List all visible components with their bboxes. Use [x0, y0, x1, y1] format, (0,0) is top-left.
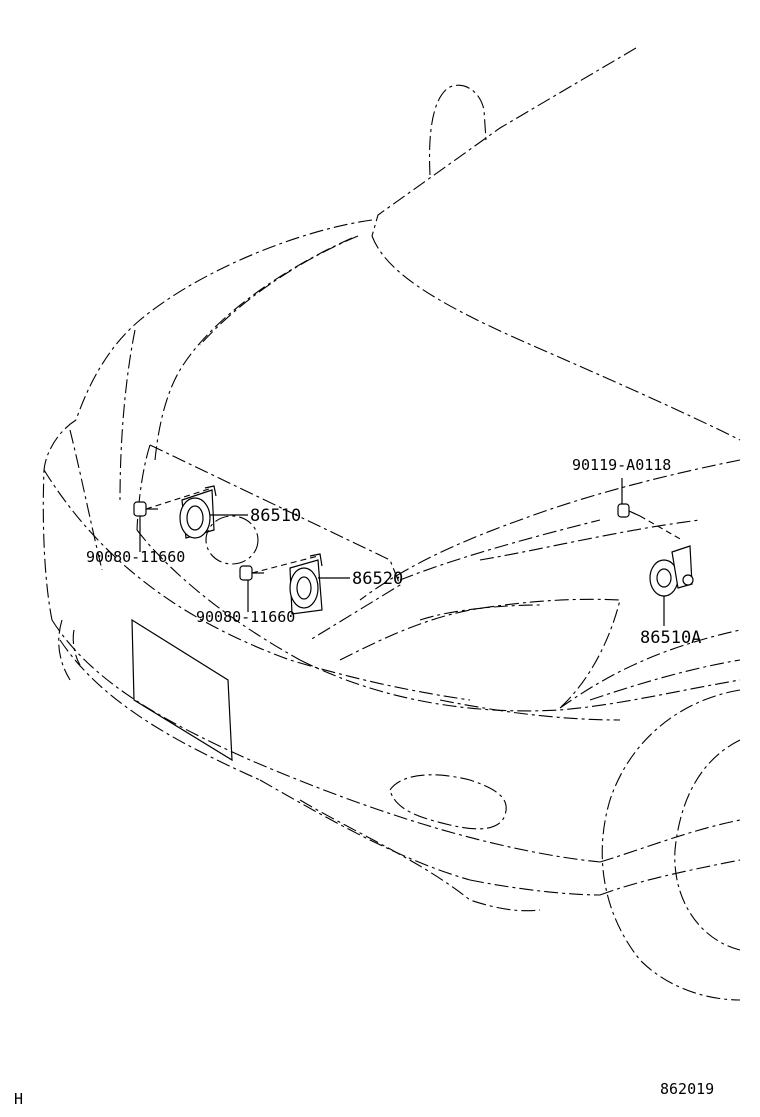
- bolt-right-icon: [617, 503, 641, 518]
- horn-86510a: [649, 545, 694, 597]
- label-horn-86510a: 86510A: [640, 628, 701, 648]
- corner-mark: H: [14, 1090, 23, 1108]
- leader-lines: [139, 478, 683, 626]
- car-body-outline: [42, 47, 741, 1001]
- label-bolt-center: 90080-11660: [196, 608, 295, 626]
- horn-86510: [179, 485, 217, 539]
- horn-mount-ring: [205, 515, 259, 565]
- label-horn-86510: 86510: [250, 506, 301, 526]
- license-plate: [131, 618, 233, 762]
- bolt-center-icon: [239, 565, 264, 581]
- label-bolt-right: 90119-A0118: [572, 456, 671, 474]
- label-horn-86520: 86520: [352, 569, 403, 589]
- figure-number: 862019: [660, 1080, 714, 1098]
- label-bolt-left: 90080-11660: [86, 548, 185, 566]
- horn-86520: [289, 553, 323, 615]
